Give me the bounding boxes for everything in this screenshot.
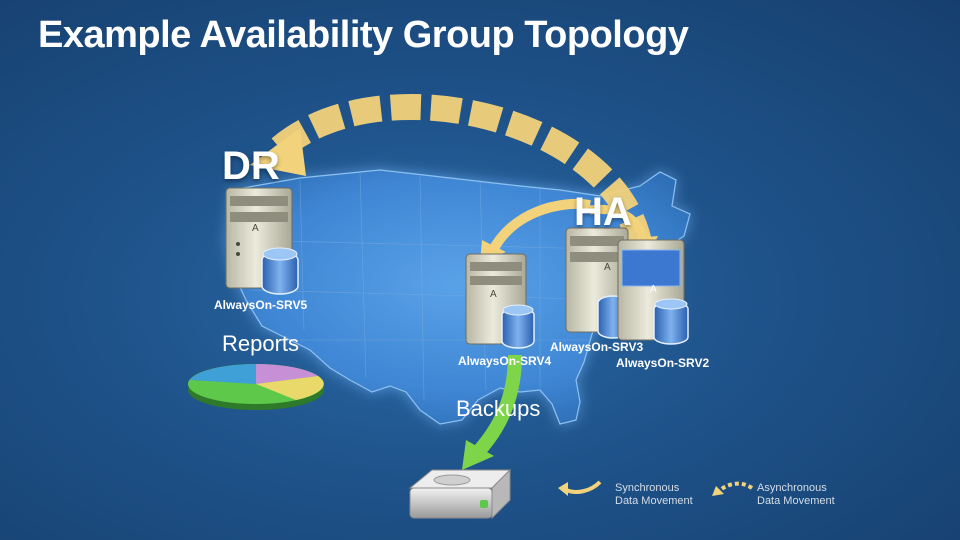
replica-marker-srv3: A	[604, 262, 611, 273]
server-label-srv3: AlwaysOn-SRV3	[550, 340, 644, 354]
async-arrowhead	[250, 128, 306, 176]
page-title: Example Availability Group Topology	[38, 14, 689, 56]
backup-arrowhead	[462, 440, 494, 470]
server-srv5	[225, 187, 299, 295]
server-label-srv4: AlwaysOn-SRV4	[458, 354, 552, 368]
sync-arrow-srv4	[487, 198, 591, 255]
reports-label: Reports	[222, 331, 300, 356]
async-arc-arrow	[269, 94, 653, 251]
async-legend-label: Asynchronous Data Movement	[757, 482, 835, 507]
replica-marker-srv4: A	[490, 289, 497, 300]
dr-label: DR	[222, 144, 280, 188]
async-legend-arrowhead	[712, 486, 724, 496]
replica-marker-srv5: A	[252, 223, 259, 234]
server-label-srv5: AlwaysOn-SRV5	[214, 298, 308, 312]
server-label-srv2: AlwaysOn-SRV2	[616, 356, 710, 370]
backup-drive-icon	[408, 468, 512, 520]
backups-label: Backups	[456, 396, 541, 421]
sync-legend-arrow-icon	[565, 480, 602, 494]
server-srv4	[465, 253, 535, 349]
replica-marker-srv2: A	[650, 284, 657, 295]
async-legend-arrow-icon	[716, 481, 754, 494]
sync-legend-label: Synchronous Data Movement	[615, 482, 693, 507]
sync-legend-arrowhead	[558, 482, 568, 496]
server-srv2	[617, 239, 689, 345]
reports-pie-icon	[188, 364, 324, 410]
ha-label: HA	[574, 190, 632, 234]
backup-arrow	[472, 354, 522, 457]
